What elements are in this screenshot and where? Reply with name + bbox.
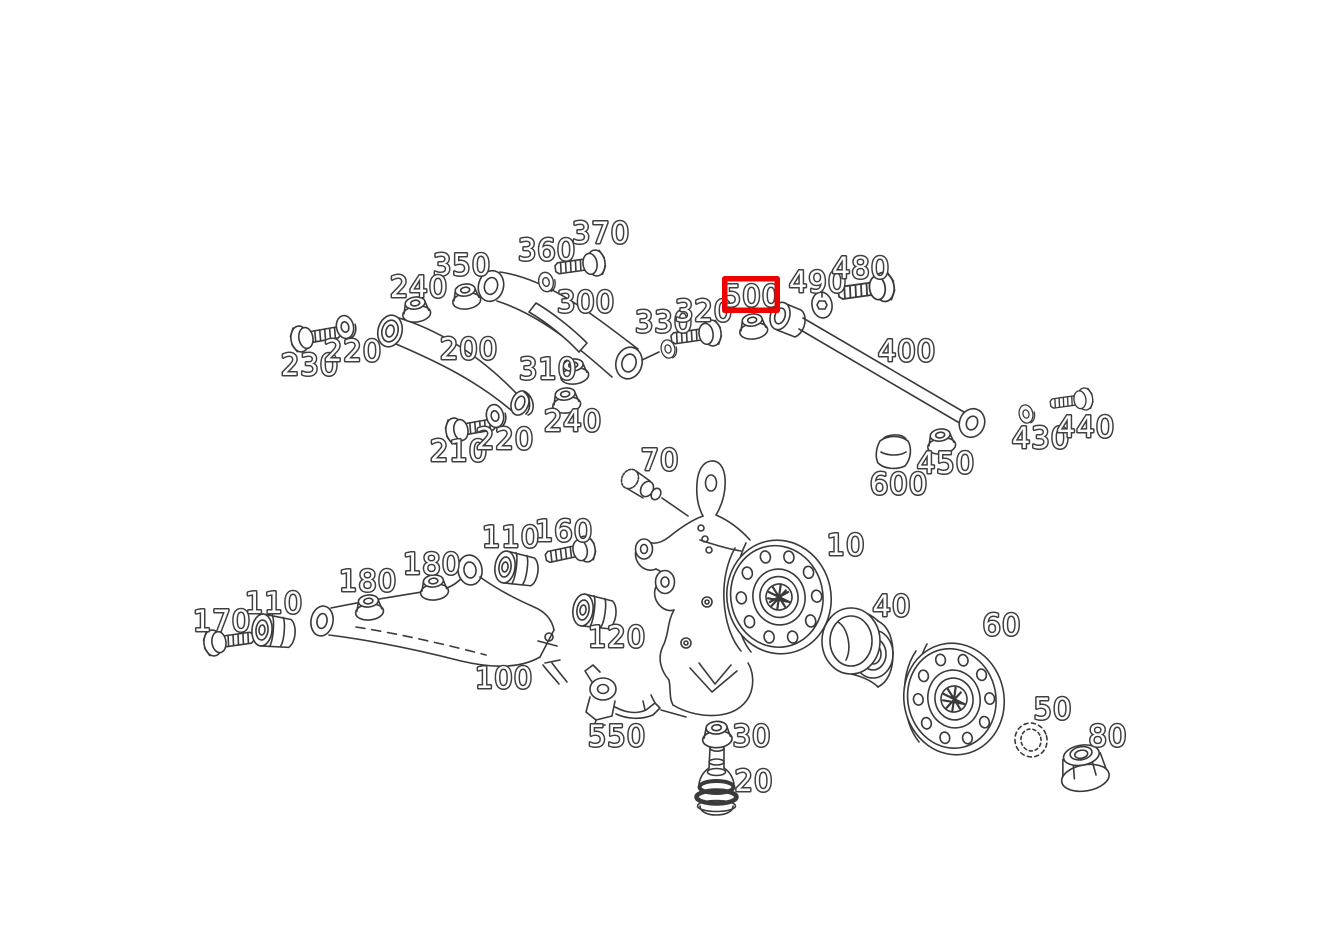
part-label-350-flange-nut[interactable]: 350 bbox=[431, 247, 491, 284]
part-60-hub-flange bbox=[902, 642, 1006, 756]
part-30-nut bbox=[700, 719, 734, 750]
part-10-hub-flange bbox=[725, 539, 833, 655]
part-200-upper-link bbox=[376, 314, 534, 416]
part-label-450-flange-nut[interactable]: 450 bbox=[915, 445, 975, 482]
part-label-160-flange-bolt[interactable]: 160 bbox=[533, 513, 593, 550]
part-350-nut bbox=[449, 281, 483, 312]
part-label-120-bushing[interactable]: 120 bbox=[586, 619, 646, 656]
part-label-220-washer[interactable]: 220 bbox=[474, 421, 534, 458]
part-550-bracket bbox=[584, 664, 687, 728]
part-label-80-axle-nut[interactable]: 80 bbox=[1087, 718, 1128, 755]
part-80-axle-nut bbox=[1060, 744, 1110, 793]
part-label-110-bushing[interactable]: 110 bbox=[480, 519, 540, 556]
part-label-180-flange-nut[interactable]: 180 bbox=[337, 563, 397, 600]
part-40-bearing bbox=[821, 607, 894, 688]
part-label-110-bushing[interactable]: 110 bbox=[243, 585, 303, 622]
part-label-330-washer[interactable]: 330 bbox=[633, 304, 693, 341]
part-330-washer bbox=[658, 337, 679, 361]
part-label-20-ball-joint[interactable]: 20 bbox=[733, 763, 774, 800]
part-20-ball-joint bbox=[694, 743, 739, 816]
part-label-480-flange-bolt[interactable]: 480 bbox=[830, 250, 890, 287]
part-label-550-bracket[interactable]: 550 bbox=[586, 718, 646, 755]
highlight-layer bbox=[722, 276, 780, 313]
part-label-360-washer[interactable]: 360 bbox=[516, 232, 576, 269]
part-label-300-upper-link[interactable]: 300 bbox=[555, 284, 615, 321]
part-label-490-cam-washer[interactable]: 490 bbox=[787, 264, 847, 301]
part-400-strut-rod bbox=[769, 301, 986, 439]
part-label-100-lower-control-arm[interactable]: 100 bbox=[473, 660, 533, 697]
part-label-440-flange-bolt[interactable]: 440 bbox=[1055, 409, 1115, 446]
part-label-400-strut-rod[interactable]: 400 bbox=[876, 333, 936, 370]
part-600-bump-stop bbox=[875, 434, 912, 470]
part-300-upper-link bbox=[477, 269, 660, 380]
part-label-170-flange-bolt[interactable]: 170 bbox=[191, 603, 251, 640]
part-label-200-upper-link[interactable]: 200 bbox=[438, 331, 498, 368]
part-label-240-flange-nut[interactable]: 240 bbox=[388, 269, 448, 306]
part-490-cam-washer bbox=[811, 291, 833, 319]
part-label-230-flange-bolt[interactable]: 230 bbox=[279, 347, 339, 384]
part-label-30-flange-nut[interactable]: 30 bbox=[731, 718, 772, 755]
part-label-50-snap-ring[interactable]: 50 bbox=[1032, 691, 1073, 728]
part-label-320-flange-bolt[interactable]: 320 bbox=[673, 293, 733, 330]
part-70-sensor-bolt bbox=[620, 468, 689, 517]
part-50-snap-ring bbox=[1014, 722, 1048, 758]
part-label-430-washer[interactable]: 430 bbox=[1010, 420, 1070, 457]
part-label-40-wheel-bearing[interactable]: 40 bbox=[871, 588, 912, 625]
part-110-bushing bbox=[492, 548, 541, 589]
part-500-nut bbox=[736, 311, 770, 342]
part-label-70-sensor-bolt[interactable]: 70 bbox=[639, 442, 680, 479]
highlight-box bbox=[722, 276, 780, 313]
part-label-10-steering-knuckle[interactable]: 10 bbox=[825, 527, 866, 564]
part-label-60-wheel-hub[interactable]: 60 bbox=[981, 607, 1022, 644]
part-label-210-flange-bolt[interactable]: 210 bbox=[428, 433, 488, 470]
part-label-310-flange-nut[interactable]: 310 bbox=[517, 351, 577, 388]
part-label-370-flange-bolt[interactable]: 370 bbox=[570, 215, 630, 252]
part-label-180-flange-nut[interactable]: 180 bbox=[401, 546, 461, 583]
part-label-600-bump-stop[interactable]: 600 bbox=[868, 466, 928, 503]
part-label-220-washer[interactable]: 220 bbox=[322, 333, 382, 370]
part-label-240-flange-nut[interactable]: 240 bbox=[542, 403, 602, 440]
